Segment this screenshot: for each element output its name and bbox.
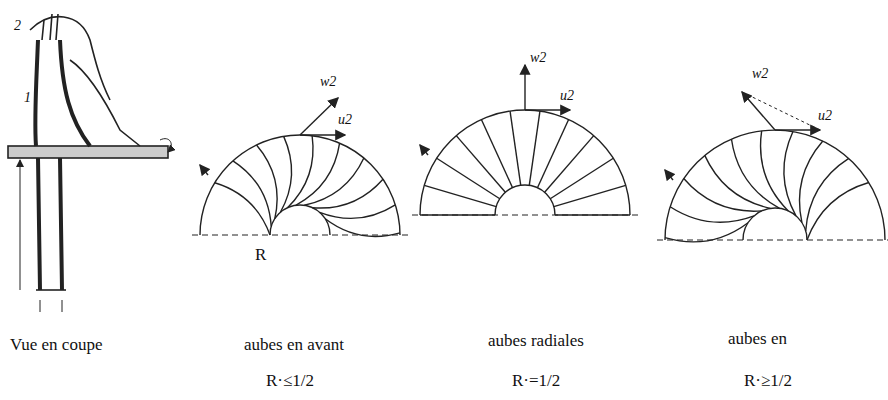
blade bbox=[257, 145, 278, 219]
callout-number: 2 bbox=[14, 18, 21, 33]
blade-type-caption: aubes radiales bbox=[488, 332, 584, 351]
blade bbox=[731, 139, 779, 208]
blade bbox=[481, 119, 512, 187]
radius-label: R bbox=[255, 246, 266, 265]
blade bbox=[537, 119, 568, 187]
view-caption: Vue en coupe bbox=[10, 336, 102, 355]
blade bbox=[424, 185, 496, 206]
blade bbox=[529, 111, 540, 185]
reaction-degree: R·=1/2 bbox=[512, 372, 560, 391]
blade bbox=[456, 136, 505, 193]
blade-type-caption: aubes en bbox=[728, 330, 787, 349]
blade bbox=[325, 219, 400, 237]
blade-type-caption: aubes en avant bbox=[244, 336, 344, 355]
blade bbox=[806, 158, 849, 231]
velocity-vectors bbox=[300, 65, 820, 135]
blade bbox=[550, 158, 613, 199]
section-view bbox=[8, 14, 171, 312]
blade bbox=[555, 214, 630, 215]
velocity-label: w2 bbox=[530, 50, 546, 65]
axis-line bbox=[412, 215, 638, 216]
blade bbox=[296, 143, 340, 205]
blade bbox=[554, 185, 626, 206]
impeller-rim bbox=[665, 130, 885, 240]
rotation-arrow bbox=[665, 170, 673, 180]
axis-line bbox=[657, 240, 888, 241]
axis-line bbox=[192, 235, 408, 236]
blade bbox=[807, 183, 869, 240]
impeller-hub bbox=[270, 205, 330, 235]
velocity-label: w2 bbox=[320, 74, 336, 89]
velocity-label: u2 bbox=[338, 112, 352, 127]
callout-number: 1 bbox=[24, 90, 31, 105]
impeller-hub bbox=[495, 185, 555, 215]
blade bbox=[665, 223, 748, 242]
rotation-arrow bbox=[200, 165, 208, 175]
velocity-label: w2 bbox=[752, 66, 768, 81]
blade bbox=[215, 183, 270, 235]
velocity-label: u2 bbox=[818, 108, 832, 123]
reaction-degree: R·≤1/2 bbox=[266, 372, 314, 391]
blade bbox=[545, 136, 594, 193]
blade bbox=[280, 136, 291, 212]
blade bbox=[670, 207, 754, 222]
blade bbox=[784, 131, 796, 215]
impeller-rim bbox=[200, 135, 400, 235]
blade bbox=[684, 179, 762, 212]
velocity-label: u2 bbox=[560, 88, 574, 103]
blade bbox=[705, 155, 771, 208]
reaction-degree: R·≥1/2 bbox=[744, 372, 792, 391]
blade bbox=[420, 214, 495, 215]
impeller-rim bbox=[420, 110, 630, 215]
impeller-drawings bbox=[192, 110, 888, 242]
blade bbox=[437, 158, 500, 199]
blade bbox=[799, 141, 822, 223]
blade bbox=[510, 111, 521, 185]
impeller-hub bbox=[743, 208, 807, 240]
rotation-arrow bbox=[420, 145, 428, 155]
